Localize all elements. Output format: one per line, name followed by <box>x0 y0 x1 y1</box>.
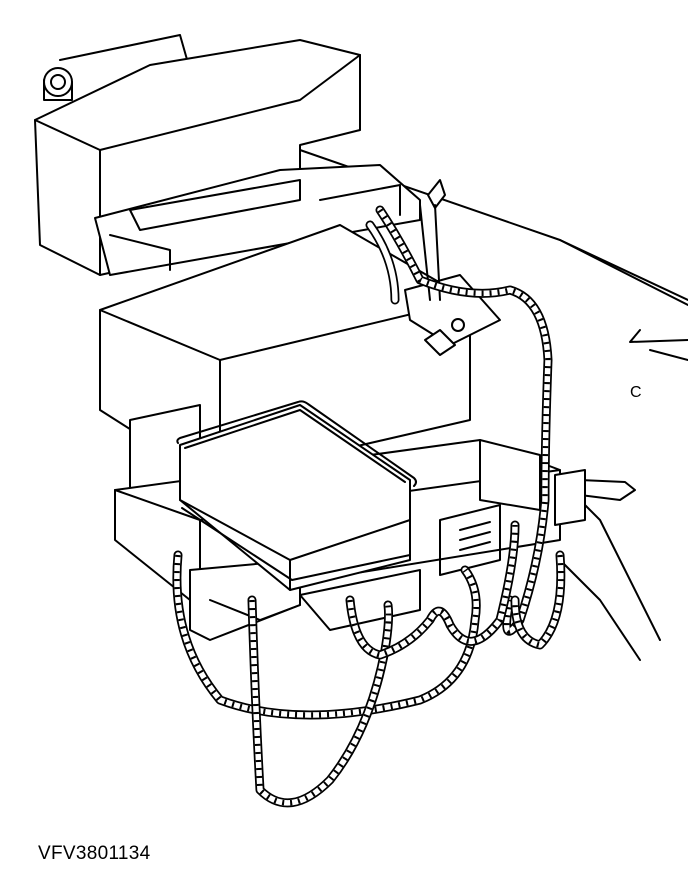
mounting-rail <box>94 164 421 276</box>
reference-code: VFV3801134 <box>38 843 151 864</box>
harness-clip <box>554 469 636 526</box>
relay-cover <box>176 400 417 591</box>
wiring-harness <box>172 205 566 808</box>
callout-label: C <box>630 384 642 401</box>
mounting-bracket <box>404 179 501 356</box>
